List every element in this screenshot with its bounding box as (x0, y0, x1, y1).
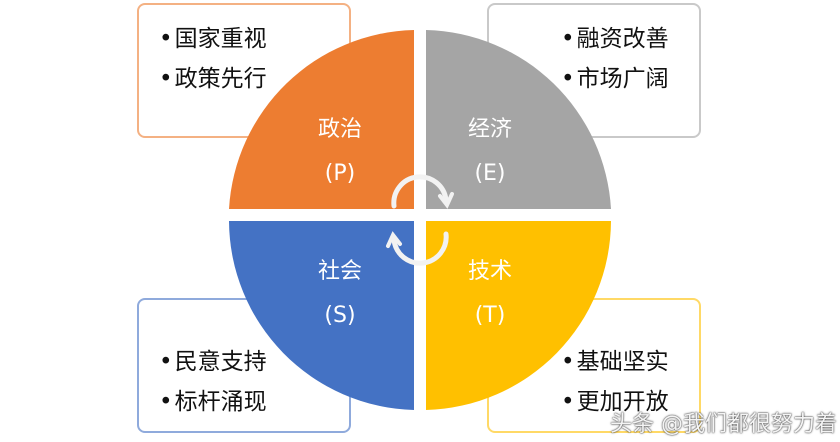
cycle-arrows-icon (386, 174, 454, 266)
political-item: 国家重视 (159, 19, 267, 59)
social-letter: (S) (324, 303, 356, 328)
technological-letter: (T) (474, 303, 506, 328)
political-quadrant (229, 30, 414, 209)
political-label: 政治 (P) (290, 108, 390, 196)
political-title: 政治 (317, 117, 362, 142)
social-label: 社会 (S) (290, 250, 390, 338)
economic-quadrant (426, 30, 611, 209)
economic-item: 市场广阔 (561, 59, 669, 99)
economic-letter: (E) (474, 161, 506, 186)
technological-item: 基础坚实 (561, 342, 669, 382)
political-letter: (P) (324, 161, 356, 186)
technological-title: 技术 (467, 259, 512, 284)
technological-quadrant (426, 221, 611, 410)
social-item: 标杆涌现 (159, 382, 267, 422)
technological-item: 更加开放 (561, 382, 669, 422)
economic-title: 经济 (467, 117, 512, 142)
economic-item: 融资改善 (561, 19, 669, 59)
technological-label: 技术 (T) (440, 250, 540, 338)
social-title: 社会 (317, 259, 362, 284)
social-quadrant (229, 221, 414, 410)
political-item: 政策先行 (159, 59, 267, 99)
economic-label: 经济 (E) (440, 108, 540, 196)
social-item: 民意支持 (159, 342, 267, 382)
watermark: 头条 @我们都很努力着 (610, 412, 837, 437)
